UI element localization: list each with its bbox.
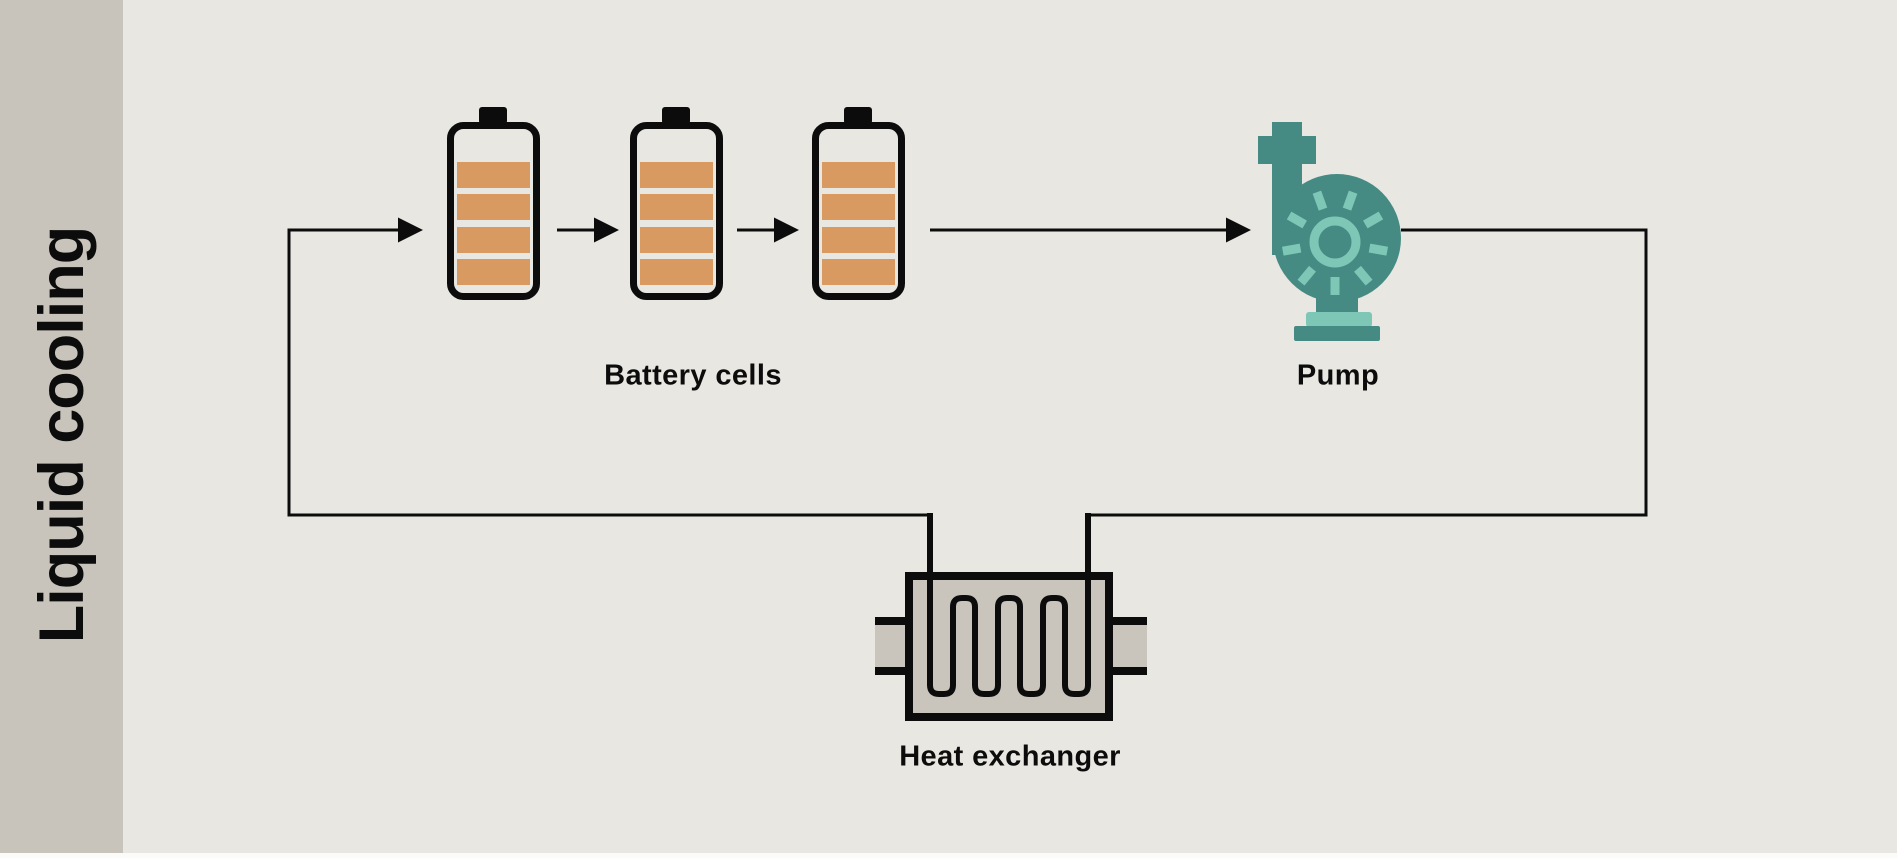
pump-impeller-blade (1368, 243, 1388, 256)
charge-bar (822, 162, 895, 188)
coolant-line-return (287, 228, 932, 517)
arrowhead-cell1-cell2 (594, 217, 619, 243)
battery-terminal (844, 107, 872, 124)
pump-impeller-hub (1309, 216, 1361, 268)
pump-impeller-blade (1282, 243, 1302, 256)
charge-bar (822, 259, 895, 285)
charge-bar (822, 227, 895, 253)
charge-bar (640, 194, 713, 220)
pump-impeller-blade (1354, 265, 1373, 286)
pump-icon (1258, 122, 1401, 341)
battery-case (630, 122, 723, 300)
charge-bar (457, 162, 530, 188)
battery-icon (630, 107, 723, 300)
pump-impeller-blade (1297, 265, 1316, 286)
battery-icon (812, 107, 905, 300)
arrowhead-cell2-cell3 (774, 217, 799, 243)
battery-cells-label: Battery cells (604, 359, 782, 392)
exchanger-coil (927, 513, 1091, 697)
heat-exchanger-label: Heat exchanger (899, 740, 1121, 773)
charge-bar (640, 259, 713, 285)
pump-impeller-blade (1363, 211, 1384, 229)
footer-strip (0, 853, 1897, 858)
arrowhead-into-pump (1226, 217, 1251, 243)
heat-exchanger-icon (875, 513, 1147, 721)
charge-bar (457, 194, 530, 220)
sidebar: Liquid cooling (0, 0, 123, 858)
battery-icon (447, 107, 540, 300)
pump-base (1294, 326, 1380, 341)
pump-label: Pump (1296, 359, 1380, 392)
battery-case (447, 122, 540, 300)
charge-bar (640, 162, 713, 188)
charge-bar (457, 259, 530, 285)
battery-terminal (662, 107, 690, 124)
charge-bar (822, 194, 895, 220)
pump-base-collar (1306, 312, 1372, 327)
pump-impeller-blade (1286, 211, 1307, 229)
charge-bar (457, 227, 530, 253)
coolant-line-pump-to-exchanger (1086, 228, 1648, 517)
battery-case (812, 122, 905, 300)
pump-impeller-blade (1342, 190, 1358, 211)
pump-impeller-blade (1312, 190, 1328, 211)
charge-bar (640, 227, 713, 253)
pump-inlet-flange (1258, 136, 1316, 164)
battery-terminal (479, 107, 507, 124)
arrowhead-into-batteries (398, 217, 423, 243)
pump-volute (1273, 174, 1401, 302)
